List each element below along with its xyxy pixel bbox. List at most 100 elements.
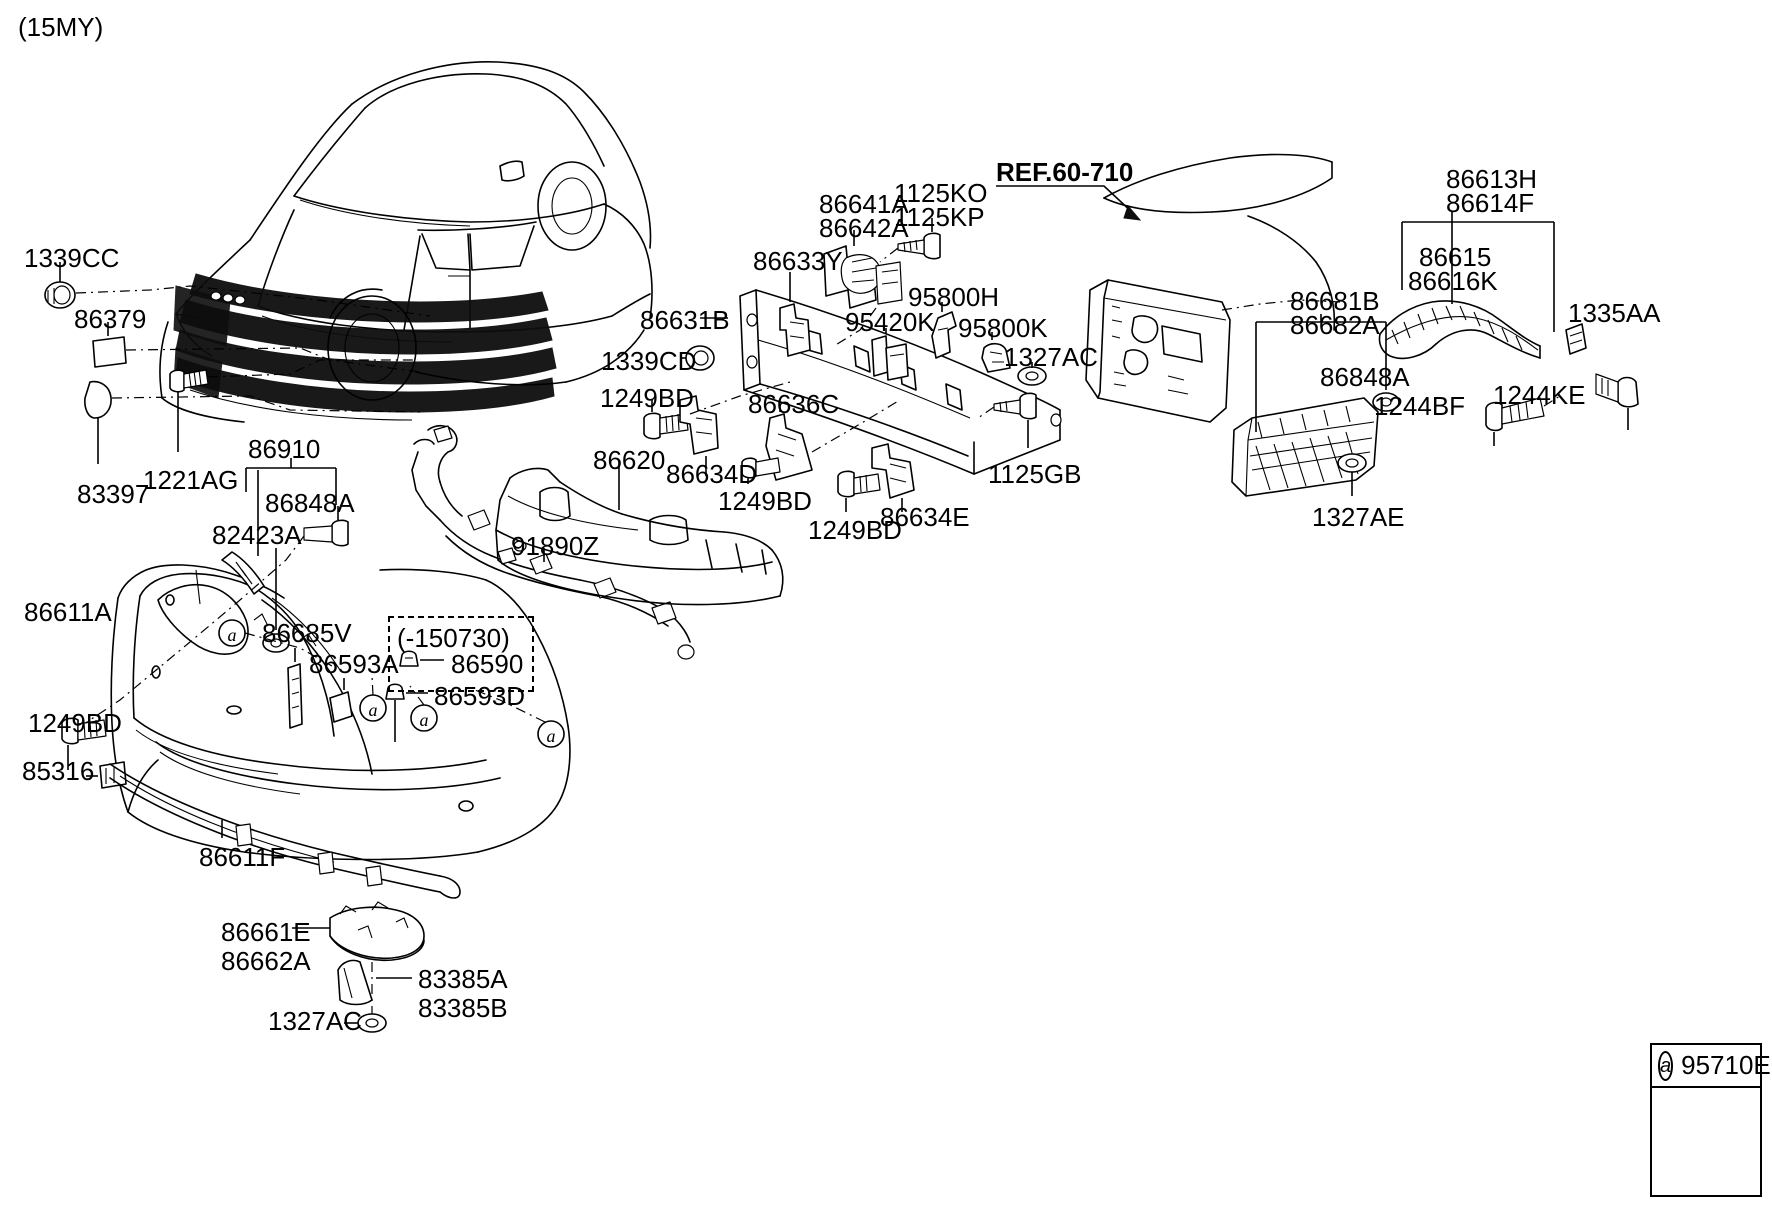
quarter-panel: [1103, 153, 1336, 331]
part-label-83397: 83397: [77, 479, 150, 509]
rear-bumper-cover-86611A: [110, 564, 571, 861]
hardware-cap-83397: [84, 380, 112, 464]
clip-86590: [399, 650, 444, 667]
clip-86593A: [329, 678, 353, 723]
svg-text:a: a: [547, 726, 556, 746]
bolt-1125GB: [993, 392, 1037, 448]
part-label-85316: 85316: [22, 756, 95, 786]
part-label-1244BF: 1244BF: [1374, 391, 1466, 421]
part-label-86611A: 86611A: [24, 597, 112, 627]
part-label-86590: 86590: [451, 649, 524, 679]
part-label-86681B: 86681B: [1290, 286, 1380, 316]
model-year-note: (15MY): [18, 12, 104, 42]
bolt-1249BD-c: [837, 470, 881, 512]
part-label-95800K: 95800K: [958, 313, 1048, 343]
part-label-82423A: 82423A: [212, 520, 302, 550]
nut-1327AC-mid: [1017, 362, 1047, 386]
inner-panel-86613H: [1085, 279, 1231, 423]
bracket-95420K: [871, 328, 909, 381]
part-label-86593D: 86593D: [434, 681, 526, 711]
lower-molding-86611F: [109, 763, 461, 899]
part-label-86641A: 86641A: [819, 189, 909, 219]
back-beam-86631B: [700, 289, 1062, 475]
trim-bar-86615: [1378, 200, 1555, 360]
part-label-86633Y: 86633Y: [753, 246, 843, 276]
part-label-86685V: 86685V: [262, 618, 352, 648]
washer-86848A-right: [1372, 392, 1400, 412]
hardware-cover-86379: [92, 322, 127, 368]
part-label-1221AG: 1221AG: [143, 465, 239, 495]
bracket-86633Y: [779, 272, 811, 357]
bolt-1249BD-b: [741, 457, 781, 484]
mesh-cover-86681B: [1231, 314, 1387, 497]
part-label-86634E: 86634E: [880, 502, 970, 532]
part-label-86616K: 86616K: [1408, 266, 1498, 296]
part-label-86661E: 86661E: [221, 917, 311, 947]
part-label-1327AC-bottom: 1327AC: [268, 1006, 362, 1036]
bolt-1249BD-left: [61, 717, 107, 770]
part-label-1125KP: 1125KP: [894, 202, 985, 232]
svg-text:a: a: [369, 700, 378, 720]
part-label-86634D: 86634D: [666, 459, 758, 489]
clip-1335AA: [1565, 316, 1587, 355]
part-label-86910: 86910: [248, 434, 321, 464]
grommet-1339CD: [680, 345, 715, 371]
bracket-86634D: [679, 395, 719, 476]
hardware-screw-1221AG: [169, 369, 209, 452]
part-label-1335AA: 1335AA: [1568, 298, 1661, 328]
bracket-86634E: [871, 443, 915, 512]
part-label-1339CC: 1339CC: [24, 243, 120, 273]
part-label-86593A: 86593A: [309, 649, 399, 679]
part-label-86615: 86615: [1419, 242, 1492, 272]
part-label-1339CD: 1339CD: [601, 346, 697, 376]
part-label-86642A: 86642A: [819, 213, 909, 243]
bracket-83385A: [337, 959, 412, 1006]
part-label-83385A: 83385A: [418, 964, 508, 994]
nut-1327AE: [1337, 453, 1367, 496]
part-label-1249BD-a: 1249BD: [600, 383, 694, 413]
legend-header: a 95710E: [1652, 1045, 1771, 1088]
part-label-86614F: 86614F: [1446, 188, 1535, 218]
part-label-1327AC-mid: 1327AC: [1004, 342, 1098, 372]
bolt-1244KE: [1595, 373, 1639, 430]
part-label-86662A: 86662A: [221, 946, 311, 976]
part-label-1249BD-b: 1249BD: [718, 486, 812, 516]
part-label-1125KO: 1125KO: [894, 178, 988, 208]
hardware-grommet-1339CC: [44, 262, 76, 309]
legend-box: a 95710E: [1650, 1043, 1771, 1197]
bolt-1125KO: [897, 218, 941, 260]
part-label-95800H: 95800H: [908, 282, 1000, 312]
part-label-95420K: 95420K: [845, 307, 935, 337]
svg-text:a: a: [420, 710, 429, 730]
washer-82423A: [262, 548, 290, 653]
part-label-91890Z: 91890Z: [511, 531, 600, 561]
part-label-1249BD-left: 1249BD: [28, 708, 122, 738]
part-label-86682A: 86682A: [1290, 310, 1380, 340]
part-label-86613H: 86613H: [1446, 164, 1538, 194]
bracket-86910: [221, 458, 337, 595]
part-label-86848A-left: 86848A: [265, 488, 355, 518]
part-label-86636C: 86636C: [748, 389, 840, 419]
part-label-86848A-right: 86848A: [1320, 362, 1410, 392]
date-variant-box: [388, 616, 534, 692]
reference-note: REF.60-710: [996, 157, 1134, 187]
part-label-86611F: 86611F: [199, 842, 286, 872]
part-label-1125GB: 1125GB: [988, 459, 1082, 489]
bolt-86848A-left: [303, 506, 349, 547]
part-label-86631B: 86631B: [640, 305, 730, 335]
clip-85316: [86, 761, 127, 789]
sensor-95800H: [931, 302, 957, 359]
callout-badge-icon: a: [1658, 1050, 1674, 1081]
sensor-95800K: [981, 332, 1011, 373]
reflector-86661E: [292, 901, 425, 962]
part-label-1327AE: 1327AE: [1312, 502, 1405, 532]
part-label-83385B: 83385B: [418, 993, 508, 1023]
legend-part-number: 95710E: [1681, 1050, 1771, 1080]
part-label-1244KE: 1244KE: [1493, 380, 1586, 410]
clip-86685V: [287, 648, 303, 729]
part-label-1249BD-c: 1249BD: [808, 515, 902, 545]
part-label-86379: 86379: [74, 304, 147, 334]
vehicle-illustration: [159, 61, 653, 423]
